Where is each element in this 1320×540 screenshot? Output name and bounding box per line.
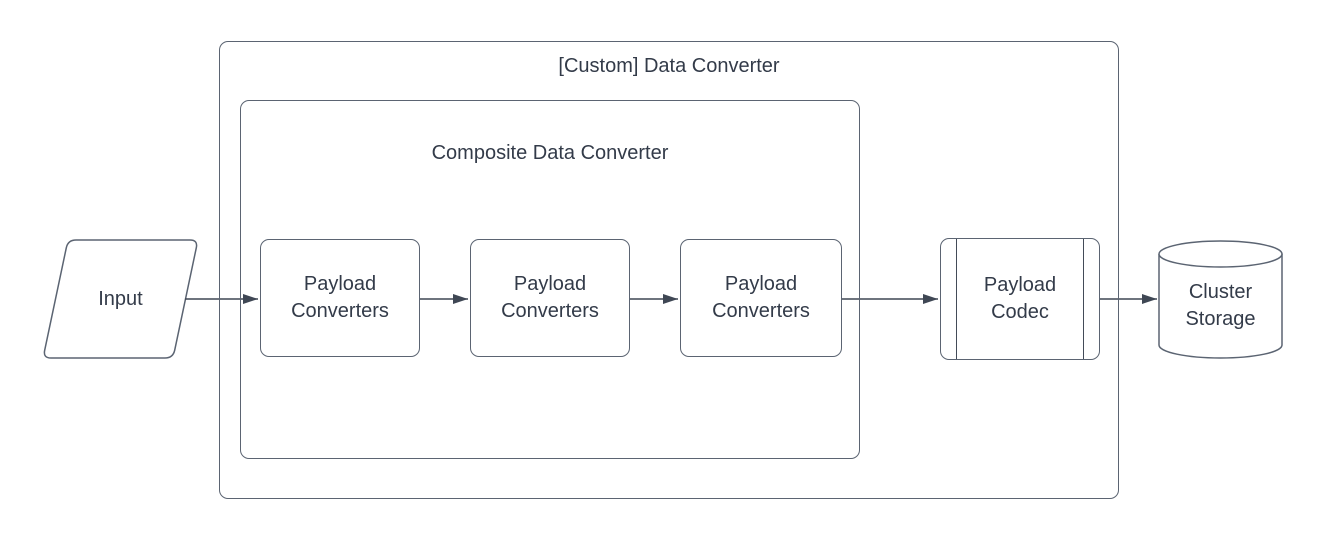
node-payload-converters-1: Payload Converters bbox=[260, 239, 420, 357]
node-payload-converters-3-label: Payload Converters bbox=[712, 273, 810, 322]
node-payload-converters-2: Payload Converters bbox=[470, 239, 630, 357]
codec-right-bar bbox=[1083, 239, 1084, 359]
group-custom-data-converter: [Custom] Data Converter bbox=[219, 41, 1119, 499]
node-cluster-storage-label: Cluster Storage bbox=[1185, 281, 1256, 330]
cluster-storage-cylinder-shape bbox=[1158, 240, 1283, 359]
node-payload-converters-3: Payload Converters bbox=[680, 239, 842, 357]
node-payload-codec: Payload Codec bbox=[940, 238, 1100, 360]
codec-left-bar bbox=[956, 239, 957, 359]
node-input-label: Input bbox=[98, 287, 143, 310]
node-payload-converters-1-label: Payload Converters bbox=[291, 273, 389, 322]
node-payload-converters-2-label: Payload Converters bbox=[501, 273, 599, 322]
input-parallelogram-shape bbox=[43, 239, 198, 359]
group-custom-data-converter-label: [Custom] Data Converter bbox=[558, 55, 780, 77]
node-payload-codec-label: Payload Codec bbox=[983, 274, 1057, 323]
group-composite-data-converter: Composite Data Converter bbox=[240, 100, 860, 459]
group-composite-data-converter-label: Composite Data Converter bbox=[431, 142, 669, 164]
